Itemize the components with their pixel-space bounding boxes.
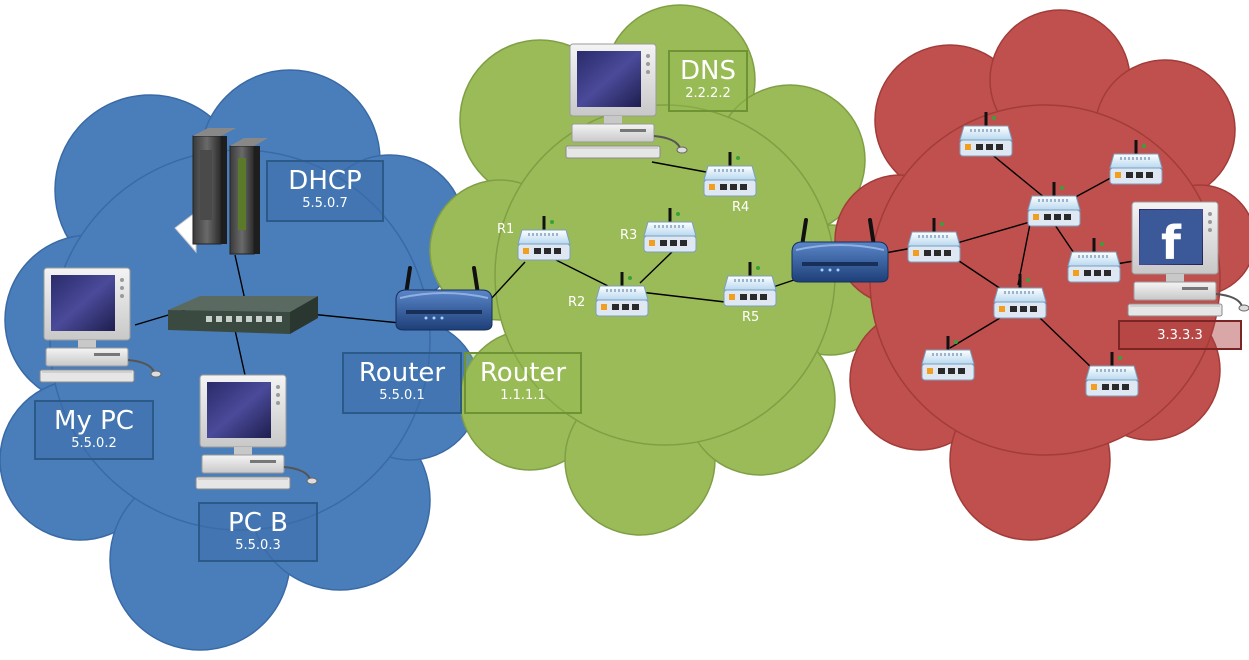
r1-label: R1 [497, 222, 515, 237]
facebook-ip: 3.3.3.3 [1157, 328, 1203, 343]
facebook-logo-icon: f [1161, 216, 1182, 270]
pc-b-ip: 5.5.0.3 [235, 538, 281, 553]
dns-name: DNS [680, 56, 736, 86]
pc-b-label: PC B 5.5.0.3 [198, 502, 318, 562]
router-wan-name: Router [479, 358, 567, 388]
my-pc-ip: 5.5.0.2 [71, 436, 117, 451]
facebook-pc-icon: f [1127, 201, 1249, 317]
dhcp-server-icon [174, 128, 268, 255]
network-links [134, 152, 1141, 376]
r3-label: R3 [620, 228, 638, 243]
pc-b-name: PC B [228, 508, 288, 538]
router-wan-label: Router 1.1.1.1 [464, 352, 582, 414]
router-lan-name: Router [358, 358, 446, 388]
router-lan-label: Router 5.5.0.1 [342, 352, 462, 414]
my-pc-label: My PC 5.5.0.2 [34, 400, 154, 460]
facebook-ip-label: 3.3.3.3 [1118, 320, 1242, 350]
my-pc-name: My PC [54, 406, 134, 436]
dns-ip: 2.2.2.2 [685, 86, 731, 101]
router-wan-ip: 1.1.1.1 [500, 388, 546, 403]
router-lan-ip: 5.5.0.1 [379, 388, 425, 403]
remote-cloud [834, 9, 1249, 541]
dhcp-ip: 5.5.0.7 [302, 196, 348, 211]
dhcp-label: DHCP 5.5.0.7 [266, 160, 384, 222]
dhcp-name: DHCP [288, 166, 362, 196]
dns-label: DNS 2.2.2.2 [668, 50, 748, 112]
switch-icon [168, 296, 318, 334]
r4-label: R4 [732, 200, 750, 215]
r5-label: R5 [742, 310, 760, 325]
r2-label: R2 [568, 295, 586, 310]
